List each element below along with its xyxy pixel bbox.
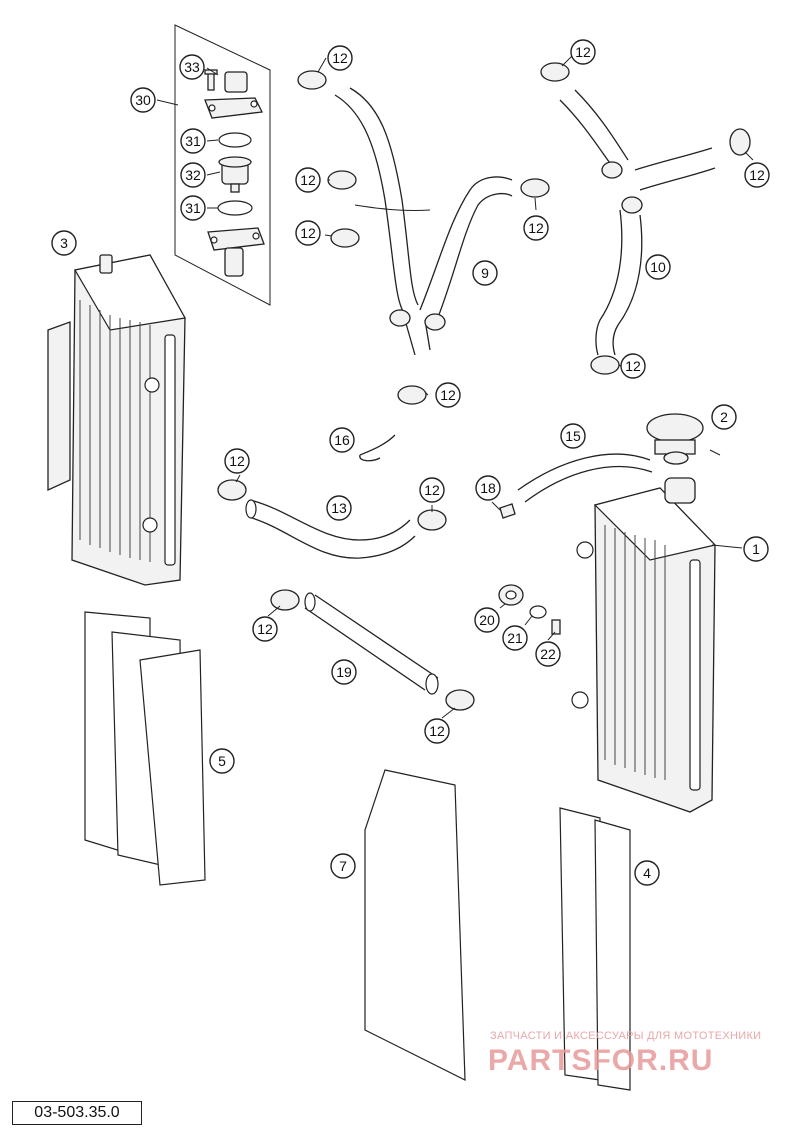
svg-text:7: 7 xyxy=(339,858,347,874)
callout-12-f: 12 xyxy=(570,39,596,65)
callout-12-b: 12 xyxy=(295,167,321,193)
svg-text:9: 9 xyxy=(481,265,489,281)
callout-10: 10 xyxy=(645,254,671,280)
callout-12-d: 12 xyxy=(523,215,549,241)
svg-text:3: 3 xyxy=(60,235,68,251)
watermark-tagline: ЗАПЧАСТИ И АКСЕССУАРЫ ДЛЯ МОТОТЕХНИКИ xyxy=(490,1030,762,1042)
callout-31-upper: 31 xyxy=(180,128,206,154)
callout-12-a: 12 xyxy=(327,45,353,71)
callout-30: 30 xyxy=(130,87,156,113)
radiator-guard-4 xyxy=(559,807,631,1091)
clip-16 xyxy=(359,434,396,462)
callout-13: 13 xyxy=(326,495,352,521)
thermostat xyxy=(218,156,252,193)
callout-31-lower: 31 xyxy=(180,195,206,221)
radiator-right xyxy=(571,477,717,813)
callout-12-h: 12 xyxy=(620,353,646,379)
svg-text:21: 21 xyxy=(507,630,523,646)
svg-text:12: 12 xyxy=(257,621,273,637)
svg-text:20: 20 xyxy=(479,612,495,628)
callout-3: 3 xyxy=(51,230,77,256)
svg-text:12: 12 xyxy=(332,50,348,66)
drawing-code: 03-503.35.0 xyxy=(12,1101,142,1125)
svg-text:12: 12 xyxy=(300,225,316,241)
svg-text:12: 12 xyxy=(424,482,440,498)
radiator-left xyxy=(47,254,186,586)
callout-1: 1 xyxy=(743,536,769,562)
svg-text:12: 12 xyxy=(625,358,641,374)
callout-12-m: 12 xyxy=(252,616,278,642)
svg-text:10: 10 xyxy=(650,259,666,275)
callout-18: 18 xyxy=(475,475,501,501)
svg-text:5: 5 xyxy=(218,753,226,769)
svg-text:2: 2 xyxy=(720,409,728,425)
callout-4: 4 xyxy=(634,860,660,886)
thermostat-cover xyxy=(204,71,263,119)
callout-32: 32 xyxy=(180,162,206,188)
svg-text:12: 12 xyxy=(749,167,765,183)
svg-text:31: 31 xyxy=(185,133,201,149)
svg-text:33: 33 xyxy=(184,59,200,75)
callout-12-i: 12 xyxy=(419,477,445,503)
hose-15 xyxy=(517,453,653,503)
hose-clamps xyxy=(217,62,751,711)
svg-text:4: 4 xyxy=(643,865,651,881)
hose-10 xyxy=(559,89,716,356)
svg-text:12: 12 xyxy=(300,172,316,188)
callout-16: 16 xyxy=(329,427,355,453)
svg-text:16: 16 xyxy=(334,432,350,448)
watermark-logo: PARTSFOR.RU xyxy=(488,1044,714,1077)
svg-text:31: 31 xyxy=(185,200,201,216)
callout-22: 22 xyxy=(535,641,561,667)
svg-text:30: 30 xyxy=(135,92,151,108)
callout-19: 19 xyxy=(331,659,357,685)
grommet-washer-screw xyxy=(498,584,561,635)
radiator-guard-7 xyxy=(364,769,466,1081)
svg-text:12: 12 xyxy=(429,723,445,739)
callout-2: 2 xyxy=(711,404,737,430)
callout-12-e: 12 xyxy=(435,382,461,408)
svg-text:15: 15 xyxy=(565,428,581,444)
hose-19 xyxy=(304,592,439,695)
radiator-cap xyxy=(646,413,704,465)
callout-12-n: 12 xyxy=(424,718,450,744)
o-ring-lower xyxy=(217,200,253,216)
callout-12-c: 12 xyxy=(295,220,321,246)
thermostat-group xyxy=(174,24,271,306)
callout-21: 21 xyxy=(502,625,528,651)
svg-text:1: 1 xyxy=(752,541,760,557)
svg-text:12: 12 xyxy=(229,453,245,469)
callout-33: 33 xyxy=(179,54,205,80)
hose-9 xyxy=(334,87,513,356)
fitting-18 xyxy=(499,503,516,519)
svg-text:12: 12 xyxy=(440,387,456,403)
callout-7: 7 xyxy=(330,853,356,879)
radiator-guard-5 xyxy=(84,611,206,886)
svg-text:32: 32 xyxy=(185,167,201,183)
callout-12-k: 12 xyxy=(224,448,250,474)
svg-text:22: 22 xyxy=(540,646,556,662)
svg-text:18: 18 xyxy=(480,480,496,496)
watermark: ЗАПЧАСТИ И АКСЕССУАРЫ ДЛЯ МОТОТЕХНИКИ PA… xyxy=(484,1030,794,1082)
svg-text:12: 12 xyxy=(575,44,591,60)
callout-9: 9 xyxy=(472,260,498,286)
leader-lines xyxy=(156,55,754,719)
thermostat-housing xyxy=(207,227,265,277)
callout-20: 20 xyxy=(474,607,500,633)
svg-text:13: 13 xyxy=(331,500,347,516)
svg-text:12: 12 xyxy=(528,220,544,236)
callout-12-g: 12 xyxy=(744,162,770,188)
callout-15: 15 xyxy=(560,423,586,449)
o-ring-upper xyxy=(218,132,252,148)
hose-13 xyxy=(245,499,416,559)
callout-5: 5 xyxy=(209,748,235,774)
svg-text:19: 19 xyxy=(336,664,352,680)
